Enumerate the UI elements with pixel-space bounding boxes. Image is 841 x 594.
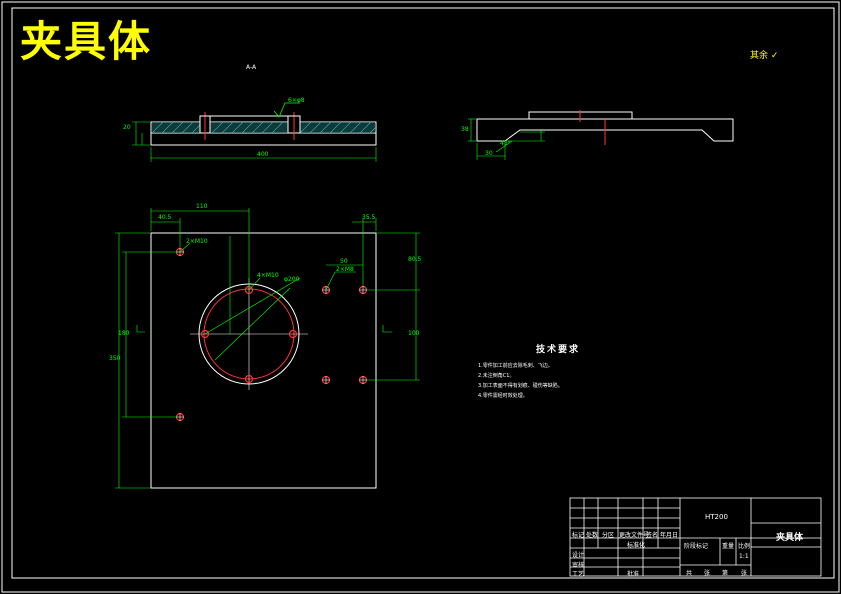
tb-scale: 比例 xyxy=(738,543,751,550)
tb-row-label: 设计 xyxy=(572,552,585,559)
roughness-note-text: 其余 xyxy=(750,51,769,61)
tb-row-label: 审核 xyxy=(572,562,585,569)
tech-item: 4.零件需经时效处理。 xyxy=(478,393,528,399)
tb-row-label: 工艺 xyxy=(572,571,585,578)
tb-col-label: 标记 xyxy=(572,532,585,539)
tb-weight: 重量 xyxy=(722,543,735,550)
tb-col-label: 处数 xyxy=(586,532,599,539)
tb-col-label: 年月日 xyxy=(660,532,679,539)
bolt-circle-label: φ200 xyxy=(284,276,300,283)
plan-view xyxy=(115,208,420,489)
tb-footer: 张 xyxy=(704,570,711,577)
dim-side-angle: 45° xyxy=(500,140,511,147)
tb-scale-value: 1:1 xyxy=(739,553,749,560)
hole-label-3: 4×M10 xyxy=(257,272,279,279)
tb-col-label: 分区 xyxy=(602,532,615,539)
dim-50: 50 xyxy=(340,258,348,265)
hole-label-1: 2×M10 xyxy=(186,238,208,245)
title-block xyxy=(569,497,822,577)
roughness-note: 其余 ✓ xyxy=(750,48,778,61)
dim-350: 350 xyxy=(109,355,121,362)
tb-stage-mark: 阶段标记 xyxy=(684,543,709,550)
side-view xyxy=(468,110,734,160)
dim-180: 180 xyxy=(118,330,130,337)
front-section-view xyxy=(132,102,377,162)
tech-item: 3.加工表面不得有划痕、碰伤等缺陷。 xyxy=(478,383,563,389)
dim-110: 110 xyxy=(196,203,208,210)
dim-thickness: 20 xyxy=(123,124,131,131)
tech-item: 2.未注倒角C1。 xyxy=(478,373,515,379)
check-icon: ✓ xyxy=(770,51,779,61)
section-label: A-A xyxy=(246,64,257,71)
tb-footer: 第 xyxy=(722,570,729,577)
tb-col-label: 签名 xyxy=(646,532,659,539)
tech-heading: 技术要求 xyxy=(536,345,581,355)
tb-standardization: 标准化 xyxy=(627,542,646,549)
dim-100: 100 xyxy=(408,330,420,337)
center-note: 6×φ8 xyxy=(288,97,305,104)
dim-right-offset: 35.5 xyxy=(362,214,376,221)
tb-part-name: 夹具体 xyxy=(776,533,804,543)
inner-border xyxy=(11,7,835,579)
tb-material: HT200 xyxy=(705,513,728,521)
tech-requirements: 技术要求 1.零件加工前应去除毛刺、飞边。 2.未注倒角C1。 3.加工表面不得… xyxy=(478,342,658,401)
tb-footer: 共 xyxy=(686,570,693,577)
dim-80: 80.5 xyxy=(408,256,422,263)
tech-item: 1.零件加工前应去除毛刺、飞边。 xyxy=(478,363,553,369)
tb-approve: 批准 xyxy=(627,571,640,578)
dim-side-height: 38 xyxy=(461,126,469,133)
hole-label-2: 2×M8 xyxy=(336,266,354,273)
dim-total-width: 400 xyxy=(257,151,269,158)
dim-left-offset: 40.5 xyxy=(158,214,172,221)
tb-col-label: 更改文件号 xyxy=(619,532,650,539)
dim-side-width: 30 xyxy=(485,150,493,157)
tb-footer: 张 xyxy=(741,570,748,577)
drawing-title: 夹具体 xyxy=(20,17,153,66)
